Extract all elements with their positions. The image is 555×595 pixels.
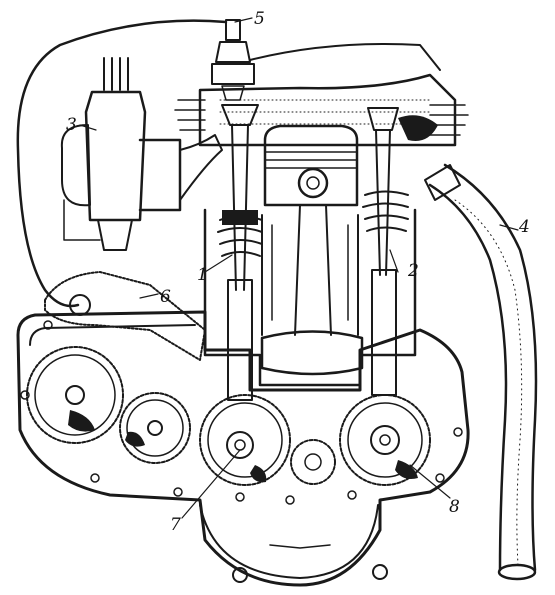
ignition-lead [16,19,228,308]
callout-label-6: 6 [160,287,171,307]
gear-icon [26,346,124,444]
valve-icon [362,107,438,396]
exhaust-pipe-icon [424,163,538,581]
gear-icon [290,439,336,485]
gear-icon [119,392,191,464]
callout-label-1: 1 [197,265,208,285]
crankcase [16,310,470,587]
callout-label-5: 5 [254,9,265,29]
callout-label-7: 7 [170,515,181,535]
spark-plug-icon [211,19,255,101]
gear-train [26,346,431,486]
carburetor-icon [60,57,223,251]
callout-label-8: 8 [449,497,460,517]
gear-icon [339,394,431,486]
valve-icon [217,104,263,401]
piston-icon [260,124,364,376]
cylinder-head [174,43,469,147]
leader-lines [79,17,519,519]
cylinder-block [203,208,417,387]
gear-icon [199,394,291,486]
callout-label-4: 4 [518,217,530,237]
callout-label-2: 2 [407,261,419,281]
callout-label-3: 3 [66,115,77,135]
